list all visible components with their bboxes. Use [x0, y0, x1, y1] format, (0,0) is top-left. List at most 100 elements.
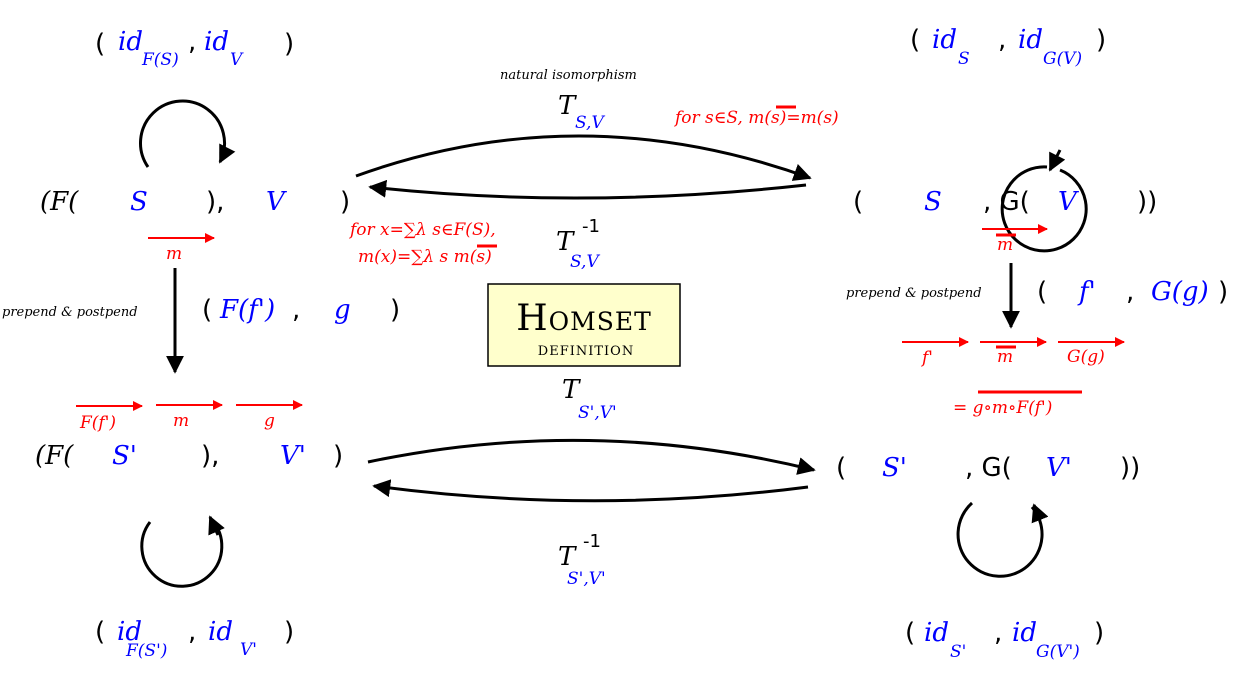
id-subscript: V	[230, 50, 244, 70]
vector-v: V	[266, 187, 287, 217]
ff-label: F(f')	[219, 295, 275, 325]
right-top-object: ( S , G( V ))	[853, 187, 1157, 217]
object-close: ))	[1120, 453, 1140, 483]
comma: ,	[994, 618, 1002, 648]
object-close: ))	[1137, 187, 1157, 217]
paren: )	[1094, 618, 1104, 648]
tinv-label: T	[556, 227, 575, 257]
t-label: T	[562, 375, 581, 405]
f-comp-label: f'	[920, 348, 933, 368]
id-label: id	[932, 25, 957, 55]
left-def-line2: m(x)=∑λ s m(s)	[358, 247, 492, 267]
left-top-identity: ( id F(S) , id V )	[95, 27, 294, 70]
object-close: )	[333, 441, 343, 471]
tinv-subscript: S,V	[570, 252, 600, 272]
identity-loop-head	[1048, 149, 1066, 172]
g-label: g	[334, 295, 351, 325]
object-close: )	[340, 187, 350, 217]
t-label: T	[558, 91, 577, 121]
title-main: Homset	[516, 298, 652, 339]
comma: ,	[188, 617, 196, 647]
paren: )	[1218, 277, 1228, 307]
paren: (	[1037, 277, 1047, 307]
paren: )	[390, 295, 400, 325]
f-label: f'	[1077, 277, 1096, 307]
iso-label: natural isomorphism	[500, 68, 637, 83]
comma: ,	[1126, 277, 1134, 307]
title-box	[487, 283, 681, 367]
forward-arrow	[355, 134, 812, 181]
set-s: S	[924, 187, 942, 217]
object-mid: , G(	[965, 453, 1012, 483]
paren: )	[284, 617, 294, 647]
vector-v: V	[1058, 187, 1079, 217]
object-open: (	[836, 453, 846, 483]
object-mid: ),	[206, 187, 224, 217]
set-s: S	[130, 187, 148, 217]
right-bottom-identity: ( id S' , id G(V') )	[905, 618, 1104, 662]
left-bottom-object: (F( S' ), V' )	[35, 441, 343, 471]
paren: (	[905, 618, 915, 648]
comma: ,	[188, 27, 196, 57]
gg-label: G(g)	[1151, 277, 1209, 307]
right-def-annotation: for s∈S, m(s)=m(s)	[673, 108, 839, 128]
m-label: m	[166, 244, 182, 264]
id-label: id	[1018, 25, 1043, 55]
id-label: id	[208, 617, 233, 647]
g-comp-label: g	[264, 411, 275, 431]
object-mid: , G(	[983, 187, 1030, 217]
tinv-exponent: -1	[582, 216, 600, 237]
object-open: (	[853, 187, 863, 217]
paren: (	[910, 25, 920, 55]
paren: )	[284, 29, 294, 59]
id-label: id	[924, 618, 949, 648]
left-def-line1: for x=∑λ s∈F(S),	[348, 220, 496, 240]
comma: ,	[998, 25, 1006, 55]
identity-loop-arrow	[140, 519, 224, 588]
inverse-arrow	[372, 479, 809, 503]
prepend-label: prepend & postpend	[846, 286, 982, 301]
set-s: S'	[112, 441, 137, 471]
m-comp-label: m	[173, 411, 189, 431]
object-open: (F(	[35, 441, 74, 471]
id-subscript: F(S')	[125, 641, 167, 661]
composition-result: = g∘m∘F(f')	[953, 398, 1052, 418]
paren: (	[95, 617, 105, 647]
set-s: S'	[882, 453, 907, 483]
identity-loop-arrow	[1000, 165, 1088, 253]
tinv-exponent: -1	[583, 531, 601, 552]
id-label: id	[117, 617, 142, 647]
tinv-subscript: S',V'	[567, 569, 606, 589]
left-top-object: (F( S ), V )	[40, 187, 350, 217]
id-subscript: G(V')	[1036, 642, 1080, 662]
id-label: id	[1012, 618, 1037, 648]
id-subscript: V'	[240, 640, 257, 660]
forward-arrow	[367, 438, 816, 475]
id-subscript: S	[958, 49, 970, 69]
paren: (	[202, 295, 212, 325]
mbar-label: m	[997, 235, 1013, 255]
t-subscript: S',V'	[578, 403, 617, 423]
object-mid: ),	[201, 441, 219, 471]
vector-v: V'	[1046, 453, 1072, 483]
id-subscript: F(S)	[141, 50, 179, 70]
identity-loop-head	[1031, 503, 1049, 524]
inverse-arrow	[368, 179, 807, 200]
right-top-identity: ( id S , id G(V) )	[910, 25, 1106, 69]
comma: ,	[292, 295, 300, 325]
paren: )	[1096, 25, 1106, 55]
identity-loop-arrow	[139, 99, 236, 168]
right-bottom-object: ( S' , G( V' ))	[836, 453, 1140, 483]
object-open: (F(	[40, 187, 79, 217]
identity-loop-arrow	[956, 501, 1044, 578]
title-sub: definition	[538, 344, 634, 359]
prepend-label: prepend & postpend	[2, 305, 138, 320]
tinv-label: T	[558, 542, 577, 572]
ff-comp-label: F(f')	[79, 413, 116, 433]
left-bottom-identity: ( id F(S') , id V' )	[95, 617, 294, 661]
vector-v: V'	[280, 441, 306, 471]
id-label: id	[118, 27, 143, 57]
id-subscript: G(V)	[1043, 49, 1082, 69]
